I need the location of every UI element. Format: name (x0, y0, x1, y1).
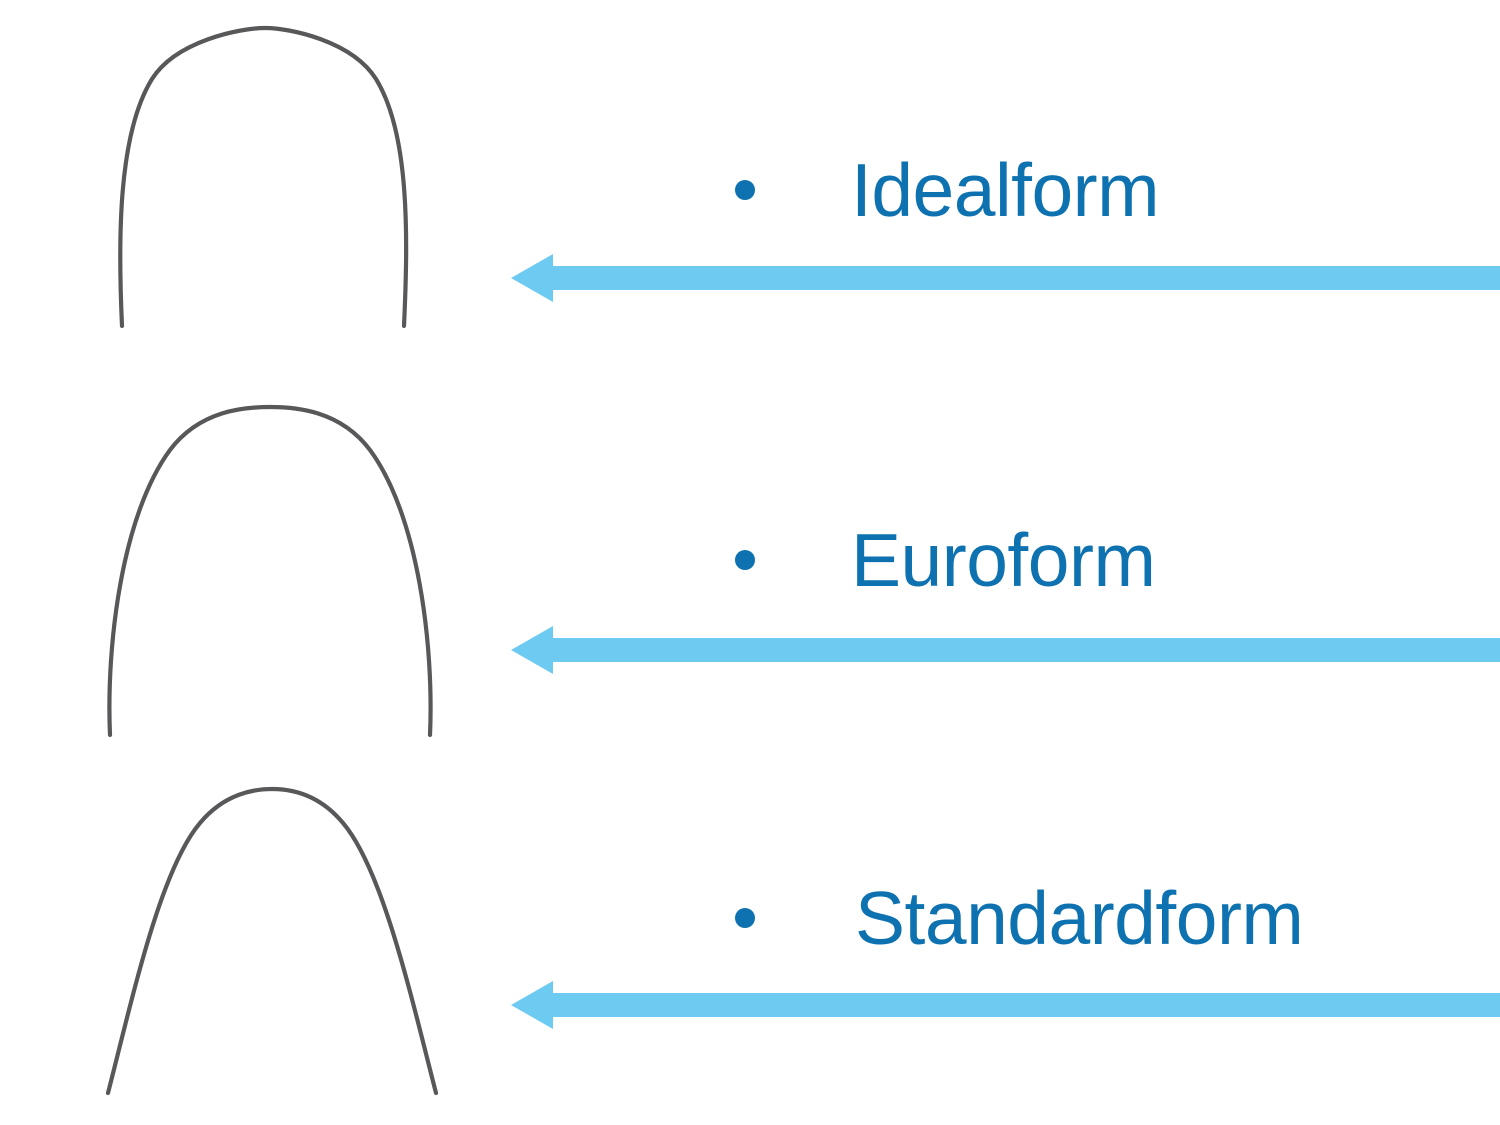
label-euroform: Euroform (851, 517, 1156, 602)
euroform-arch-svg (107, 404, 433, 738)
list-item-idealform: Idealform (735, 145, 1160, 235)
euroform-arch-wire (60, 395, 480, 745)
idealform-arch-svg (118, 25, 409, 329)
left-arrow-euroform (505, 620, 1500, 680)
list-item-standardform: Standardform (735, 873, 1304, 963)
left-arrow-idealform-svg (511, 254, 1500, 302)
left-arrow-idealform (505, 248, 1500, 308)
left-arrow-euroform-svg (511, 626, 1500, 674)
bullet-icon (735, 908, 755, 928)
bullet-icon (735, 550, 755, 570)
list-item-euroform: Euroform (735, 515, 1156, 605)
label-idealform: Idealform (851, 147, 1160, 232)
left-arrow-standardform (505, 975, 1500, 1035)
idealform-arch-wire (60, 14, 480, 344)
standardform-arch-wire (60, 775, 480, 1105)
bullet-icon (735, 180, 755, 200)
label-standardform: Standardform (855, 875, 1304, 960)
left-arrow-standardform-svg (511, 981, 1500, 1029)
standardform-arch-svg (105, 786, 439, 1096)
